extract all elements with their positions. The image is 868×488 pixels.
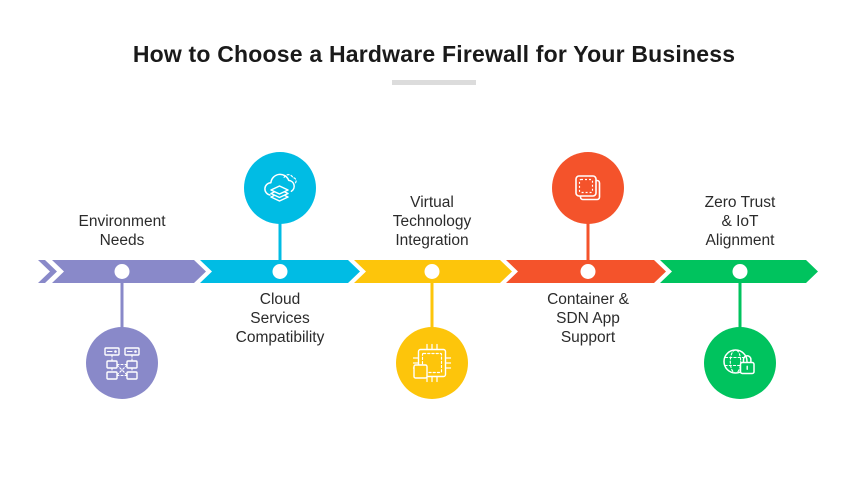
stacked-container-icon <box>575 175 601 201</box>
network-icon <box>104 347 140 380</box>
title-underline <box>392 80 476 85</box>
page-title: How to Choose a Hardware Firewall for Yo… <box>132 41 736 67</box>
icon-circle-1 <box>86 327 158 399</box>
timeline-dot-4 <box>580 264 596 279</box>
cpu-chip-icon <box>412 343 452 383</box>
timeline-dot-5 <box>732 264 748 279</box>
timeline-start-chevron <box>38 260 57 283</box>
cloud-stack-icon <box>264 173 297 202</box>
timeline-dot-2 <box>272 264 288 279</box>
icon-circle-3 <box>396 327 468 399</box>
globe-lock-icon <box>723 349 755 375</box>
timeline-dot-1 <box>114 264 130 279</box>
timeline-dot-3 <box>424 264 440 279</box>
